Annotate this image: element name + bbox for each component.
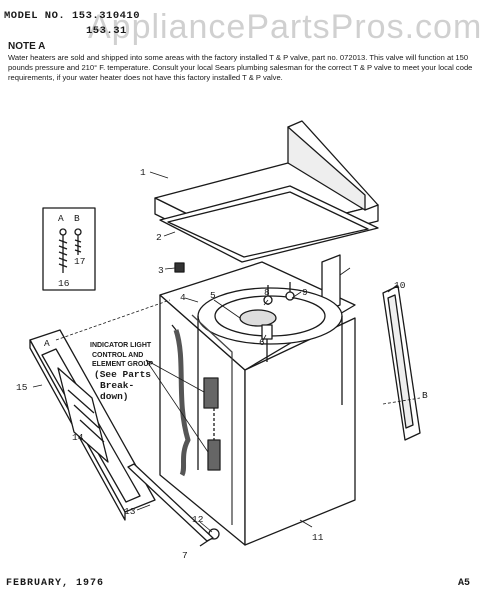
- page-number: A5: [458, 578, 471, 589]
- callout-7: 7: [182, 550, 188, 561]
- access-door-frame: [29, 329, 156, 521]
- callout-9: 9: [302, 287, 308, 298]
- callout-10: 10: [394, 280, 406, 291]
- ref-arrow-a: A: [44, 338, 50, 349]
- note-body: Water heaters are sold and shipped into …: [8, 53, 473, 82]
- callout-16: 16: [58, 278, 70, 289]
- bottom-strip-part: [127, 463, 214, 542]
- callout-5: 5: [210, 290, 216, 301]
- model-number: MODEL NO. 153.310410: [4, 10, 141, 22]
- callout-1: 1: [140, 167, 146, 178]
- footer-date: FEBRUARY, 1976: [6, 578, 105, 589]
- callout-3: 3: [158, 265, 164, 276]
- callout-12: 12: [192, 514, 204, 525]
- cabinet-body: [159, 254, 356, 547]
- indicator-label-3: ELEMENT GROUP: [92, 361, 153, 368]
- callout-6: 6: [259, 337, 265, 348]
- watermark: AppliancePartsPros.com: [88, 8, 483, 46]
- leader-lines: [32, 171, 421, 533]
- note-title: NOTE A: [8, 41, 46, 52]
- indicator-label-1: INDICATOR LIGHT: [90, 342, 152, 349]
- model-number-secondary: 153.31: [86, 25, 127, 37]
- callout-15: 15: [16, 382, 28, 393]
- screw-label-b: B: [74, 213, 80, 224]
- callout-13: 13: [124, 506, 136, 517]
- callout-2: 2: [156, 232, 162, 243]
- see-parts-1: (See Parts: [94, 369, 151, 380]
- side-strip-part: [382, 285, 421, 441]
- ref-arrow-b: B: [422, 390, 428, 401]
- callout-labels: 1 2 3 4 5 6 7 8 9 10 11 12 13 14 15 16 1…: [16, 167, 428, 561]
- clip-part: [174, 262, 185, 273]
- see-parts-2: Break-: [100, 380, 134, 391]
- callout-8: 8: [264, 287, 270, 298]
- callout-17: 17: [74, 256, 85, 267]
- callout-11: 11: [312, 532, 324, 543]
- callout-14: 14: [72, 432, 84, 443]
- callout-4: 4: [180, 292, 186, 303]
- screw-inset: [42, 207, 96, 291]
- indicator-label-2: CONTROL AND: [92, 352, 143, 359]
- see-parts-3: down): [100, 391, 129, 402]
- gasket-part: [159, 185, 379, 263]
- screw-label-a: A: [58, 213, 64, 224]
